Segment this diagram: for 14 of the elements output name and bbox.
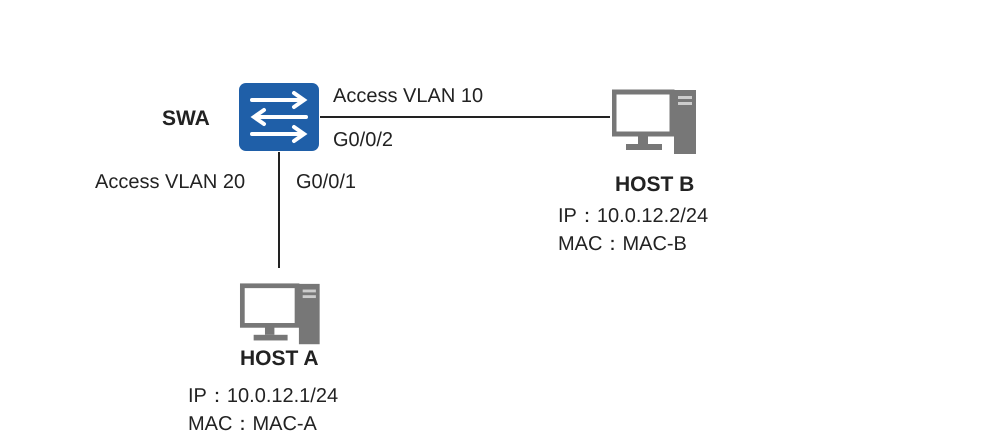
network-link xyxy=(278,152,280,268)
port-label: G0/0/1 xyxy=(296,172,356,192)
address-text: IP：10.0.12.1/24 xyxy=(188,386,338,406)
device-name: HOST B xyxy=(615,174,694,195)
network-link xyxy=(320,116,610,118)
address-text: MAC：MAC-B xyxy=(558,234,687,254)
port-label: Access VLAN 10 xyxy=(333,86,484,106)
device-node xyxy=(160,82,320,152)
port-label: G0/0/2 xyxy=(333,130,394,150)
address-text: MAC：MAC-A xyxy=(188,414,317,434)
port-label: Access VLAN 20 xyxy=(95,172,246,192)
device-name: HOST A xyxy=(240,348,319,369)
address-text: IP：10.0.12.2/24 xyxy=(558,206,708,226)
device-name: SWA xyxy=(162,108,210,129)
